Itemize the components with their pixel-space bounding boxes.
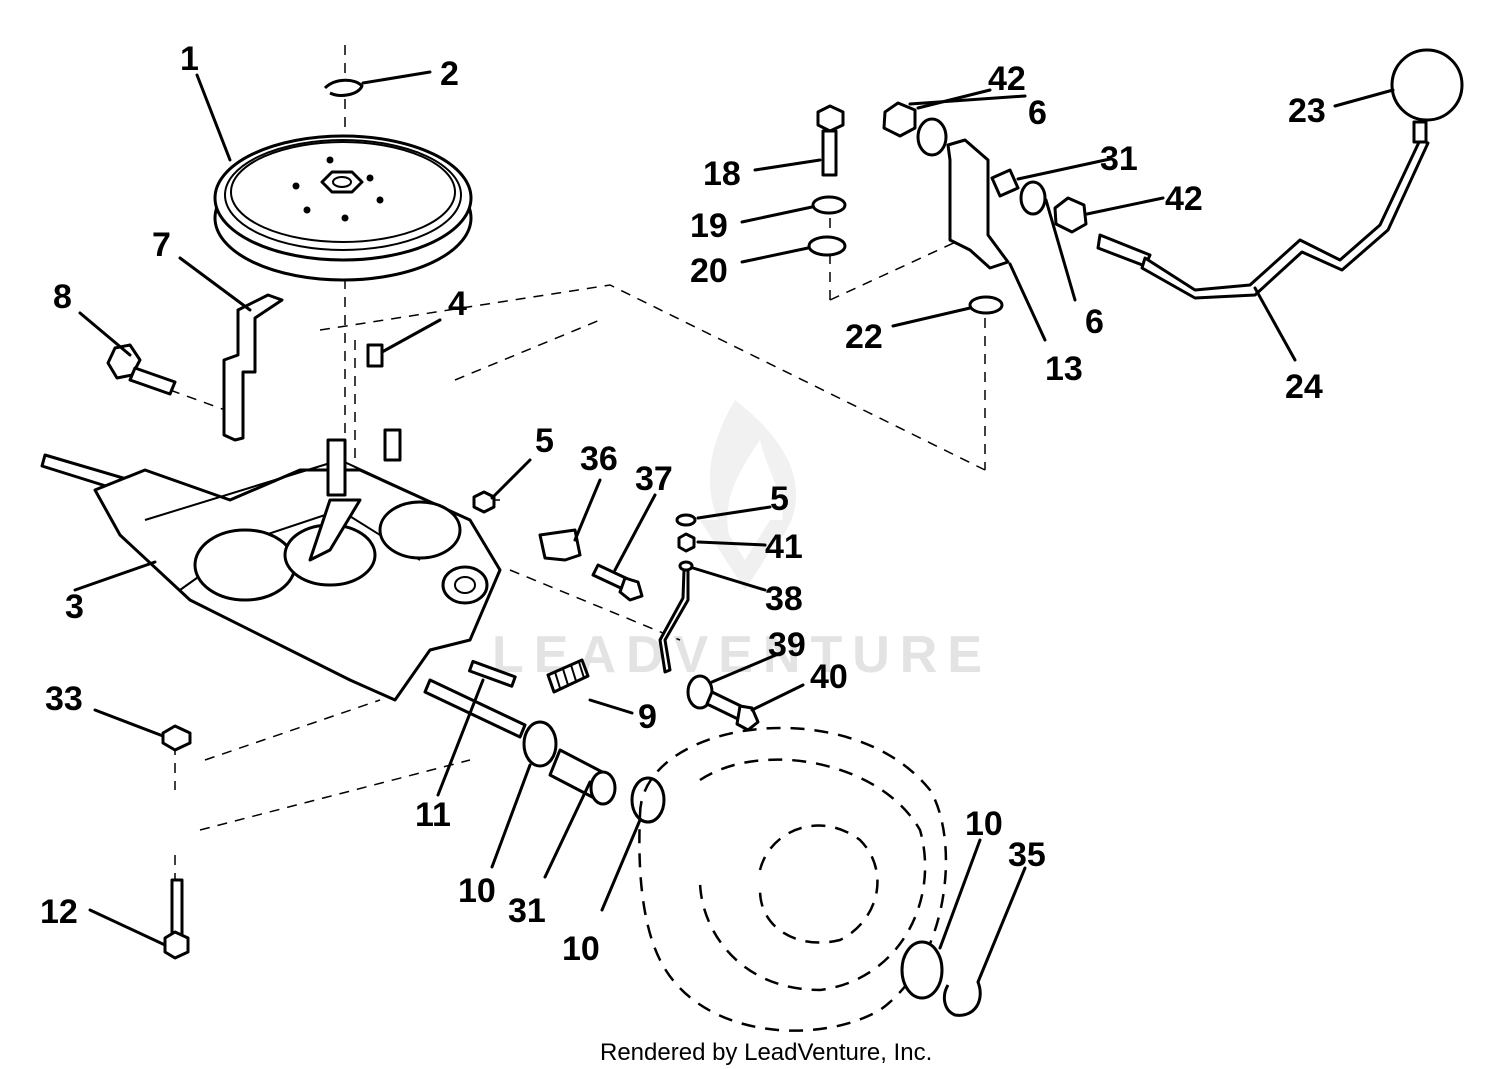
callout-10c: 10 (965, 805, 1003, 843)
bracket-36-part (538, 528, 582, 562)
callout-40: 40 (810, 658, 848, 696)
callout-9: 9 (638, 698, 657, 736)
callout-10b: 10 (562, 930, 600, 968)
washer-10-part (522, 720, 558, 768)
bolt-37-part (591, 563, 644, 602)
washer-6b-part (1019, 180, 1047, 216)
callout-37: 37 (635, 460, 673, 498)
render-credit: Rendered by LeadVenture, Inc. (600, 1039, 932, 1066)
washer-22-part (968, 295, 1004, 315)
callout-38: 38 (765, 580, 803, 618)
callout-35: 35 (1008, 836, 1046, 874)
washer-6a-part (916, 117, 948, 157)
control-linkage-parts (658, 513, 697, 674)
bolt-12-part (163, 878, 190, 960)
flame-logo-icon (700, 400, 797, 590)
pulley-part (213, 134, 473, 282)
callout-39: 39 (768, 626, 806, 664)
bolt-18-part (816, 104, 845, 177)
callout-42a: 42 (988, 60, 1026, 98)
callout-22: 22 (845, 318, 883, 356)
wheel-outline (638, 726, 948, 1032)
callout-18: 18 (703, 155, 741, 193)
bolt-8-part (106, 343, 177, 396)
spacer-31b-part (990, 168, 1020, 198)
callout-10a: 10 (458, 872, 496, 910)
callout-7: 7 (152, 226, 171, 264)
shift-knob-part (1390, 48, 1464, 122)
nut-5-part (472, 490, 496, 514)
assembly-guide-lines (169, 45, 986, 880)
bracket-13-part (946, 138, 1010, 270)
callout-4: 4 (448, 285, 467, 323)
retaining-clip-part (323, 78, 364, 97)
callout-6b: 6 (1085, 303, 1104, 341)
key-part (366, 343, 384, 368)
nut-42b-part (1053, 196, 1088, 234)
callout-11: 11 (415, 796, 451, 834)
callout-13: 13 (1045, 350, 1083, 388)
callout-36: 36 (580, 440, 618, 478)
callout-3: 3 (65, 588, 84, 626)
callout-1: 1 (180, 40, 199, 78)
callout-5a: 5 (535, 422, 554, 460)
callout-23: 23 (1288, 92, 1326, 130)
shift-lever-part (1096, 120, 1430, 300)
washer-19-part (811, 195, 847, 215)
callouts: 1 2 3 4 5 5 6 6 7 8 9 10 10 10 11 12 13 … (40, 40, 1326, 968)
washer-10c-part (900, 940, 944, 1000)
spacer-31-part (548, 748, 617, 806)
nut-42a-part (882, 101, 917, 138)
callout-31a: 31 (508, 892, 546, 930)
callout-42b: 42 (1165, 180, 1203, 218)
callout-8: 8 (53, 278, 72, 316)
callout-2: 2 (440, 55, 459, 93)
washer-20-part (807, 235, 847, 257)
callout-20: 20 (690, 252, 728, 290)
bolt-40-part (705, 690, 760, 732)
nut-33-part (161, 724, 192, 752)
callout-33: 33 (45, 680, 83, 718)
callout-12: 12 (40, 893, 78, 931)
callout-41: 41 (765, 528, 803, 566)
spring-part (546, 658, 590, 694)
callout-19: 19 (690, 207, 728, 245)
callout-5b: 5 (770, 480, 789, 518)
bracket-part (222, 293, 284, 442)
callout-24: 24 (1285, 368, 1323, 406)
leader-lines (73, 70, 1395, 984)
transaxle-housing-part (40, 428, 527, 739)
callout-31b: 31 (1100, 140, 1138, 178)
e-ring-35-part (942, 981, 982, 1017)
callout-6a: 6 (1028, 94, 1047, 132)
